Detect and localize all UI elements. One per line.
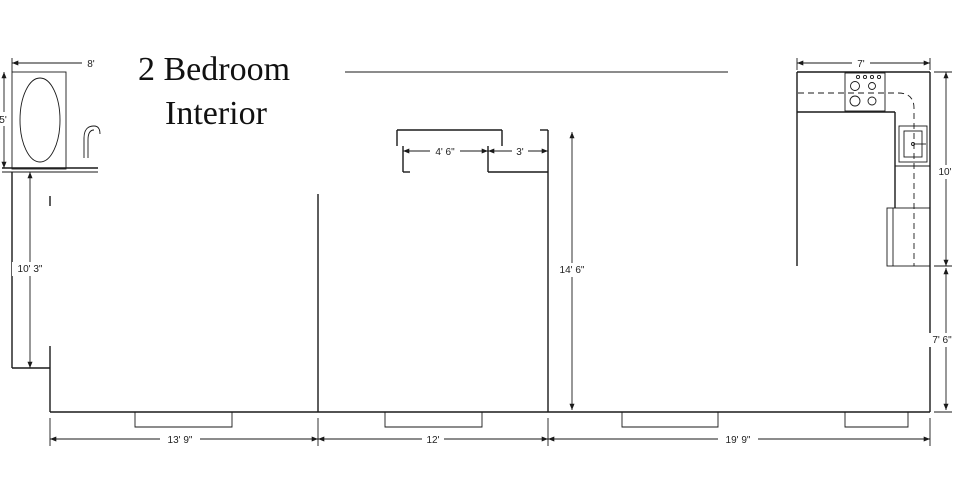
- dim-closet-b: 3': [516, 147, 524, 158]
- kitchen: [796, 71, 931, 412]
- dim-right-lower: 7' 6": [932, 335, 952, 346]
- stove-icon: [844, 72, 886, 112]
- plan-title-line2: Interior: [165, 95, 267, 132]
- dim-bath-width: 8': [87, 59, 95, 70]
- dim-left-wall: 10' 3": [18, 264, 43, 275]
- dim-room2: 12': [426, 435, 439, 446]
- dim-closet-a: 4' 6": [435, 147, 455, 158]
- dimension-lines: [1, 58, 952, 446]
- bathroom-tub-enclosure: [11, 71, 67, 170]
- dim-room3: 19' 9": [726, 435, 751, 446]
- dim-room1: 13' 9": [168, 435, 193, 446]
- toilet-icon: [83, 125, 101, 158]
- dim-center-wall: 14' 6": [560, 265, 585, 276]
- kitchen-sink-icon: [898, 125, 928, 163]
- bathroom: [2, 71, 101, 173]
- bathtub-icon: [19, 77, 61, 163]
- refrigerator-icon: [886, 207, 931, 267]
- dim-kitchen-depth: 10': [938, 167, 951, 178]
- dim-bath-depth: 5': [0, 115, 7, 126]
- dim-kitchen-width: 7': [857, 59, 865, 70]
- plan-title-line1: 2 Bedroom: [138, 51, 291, 88]
- windows: [134, 412, 909, 428]
